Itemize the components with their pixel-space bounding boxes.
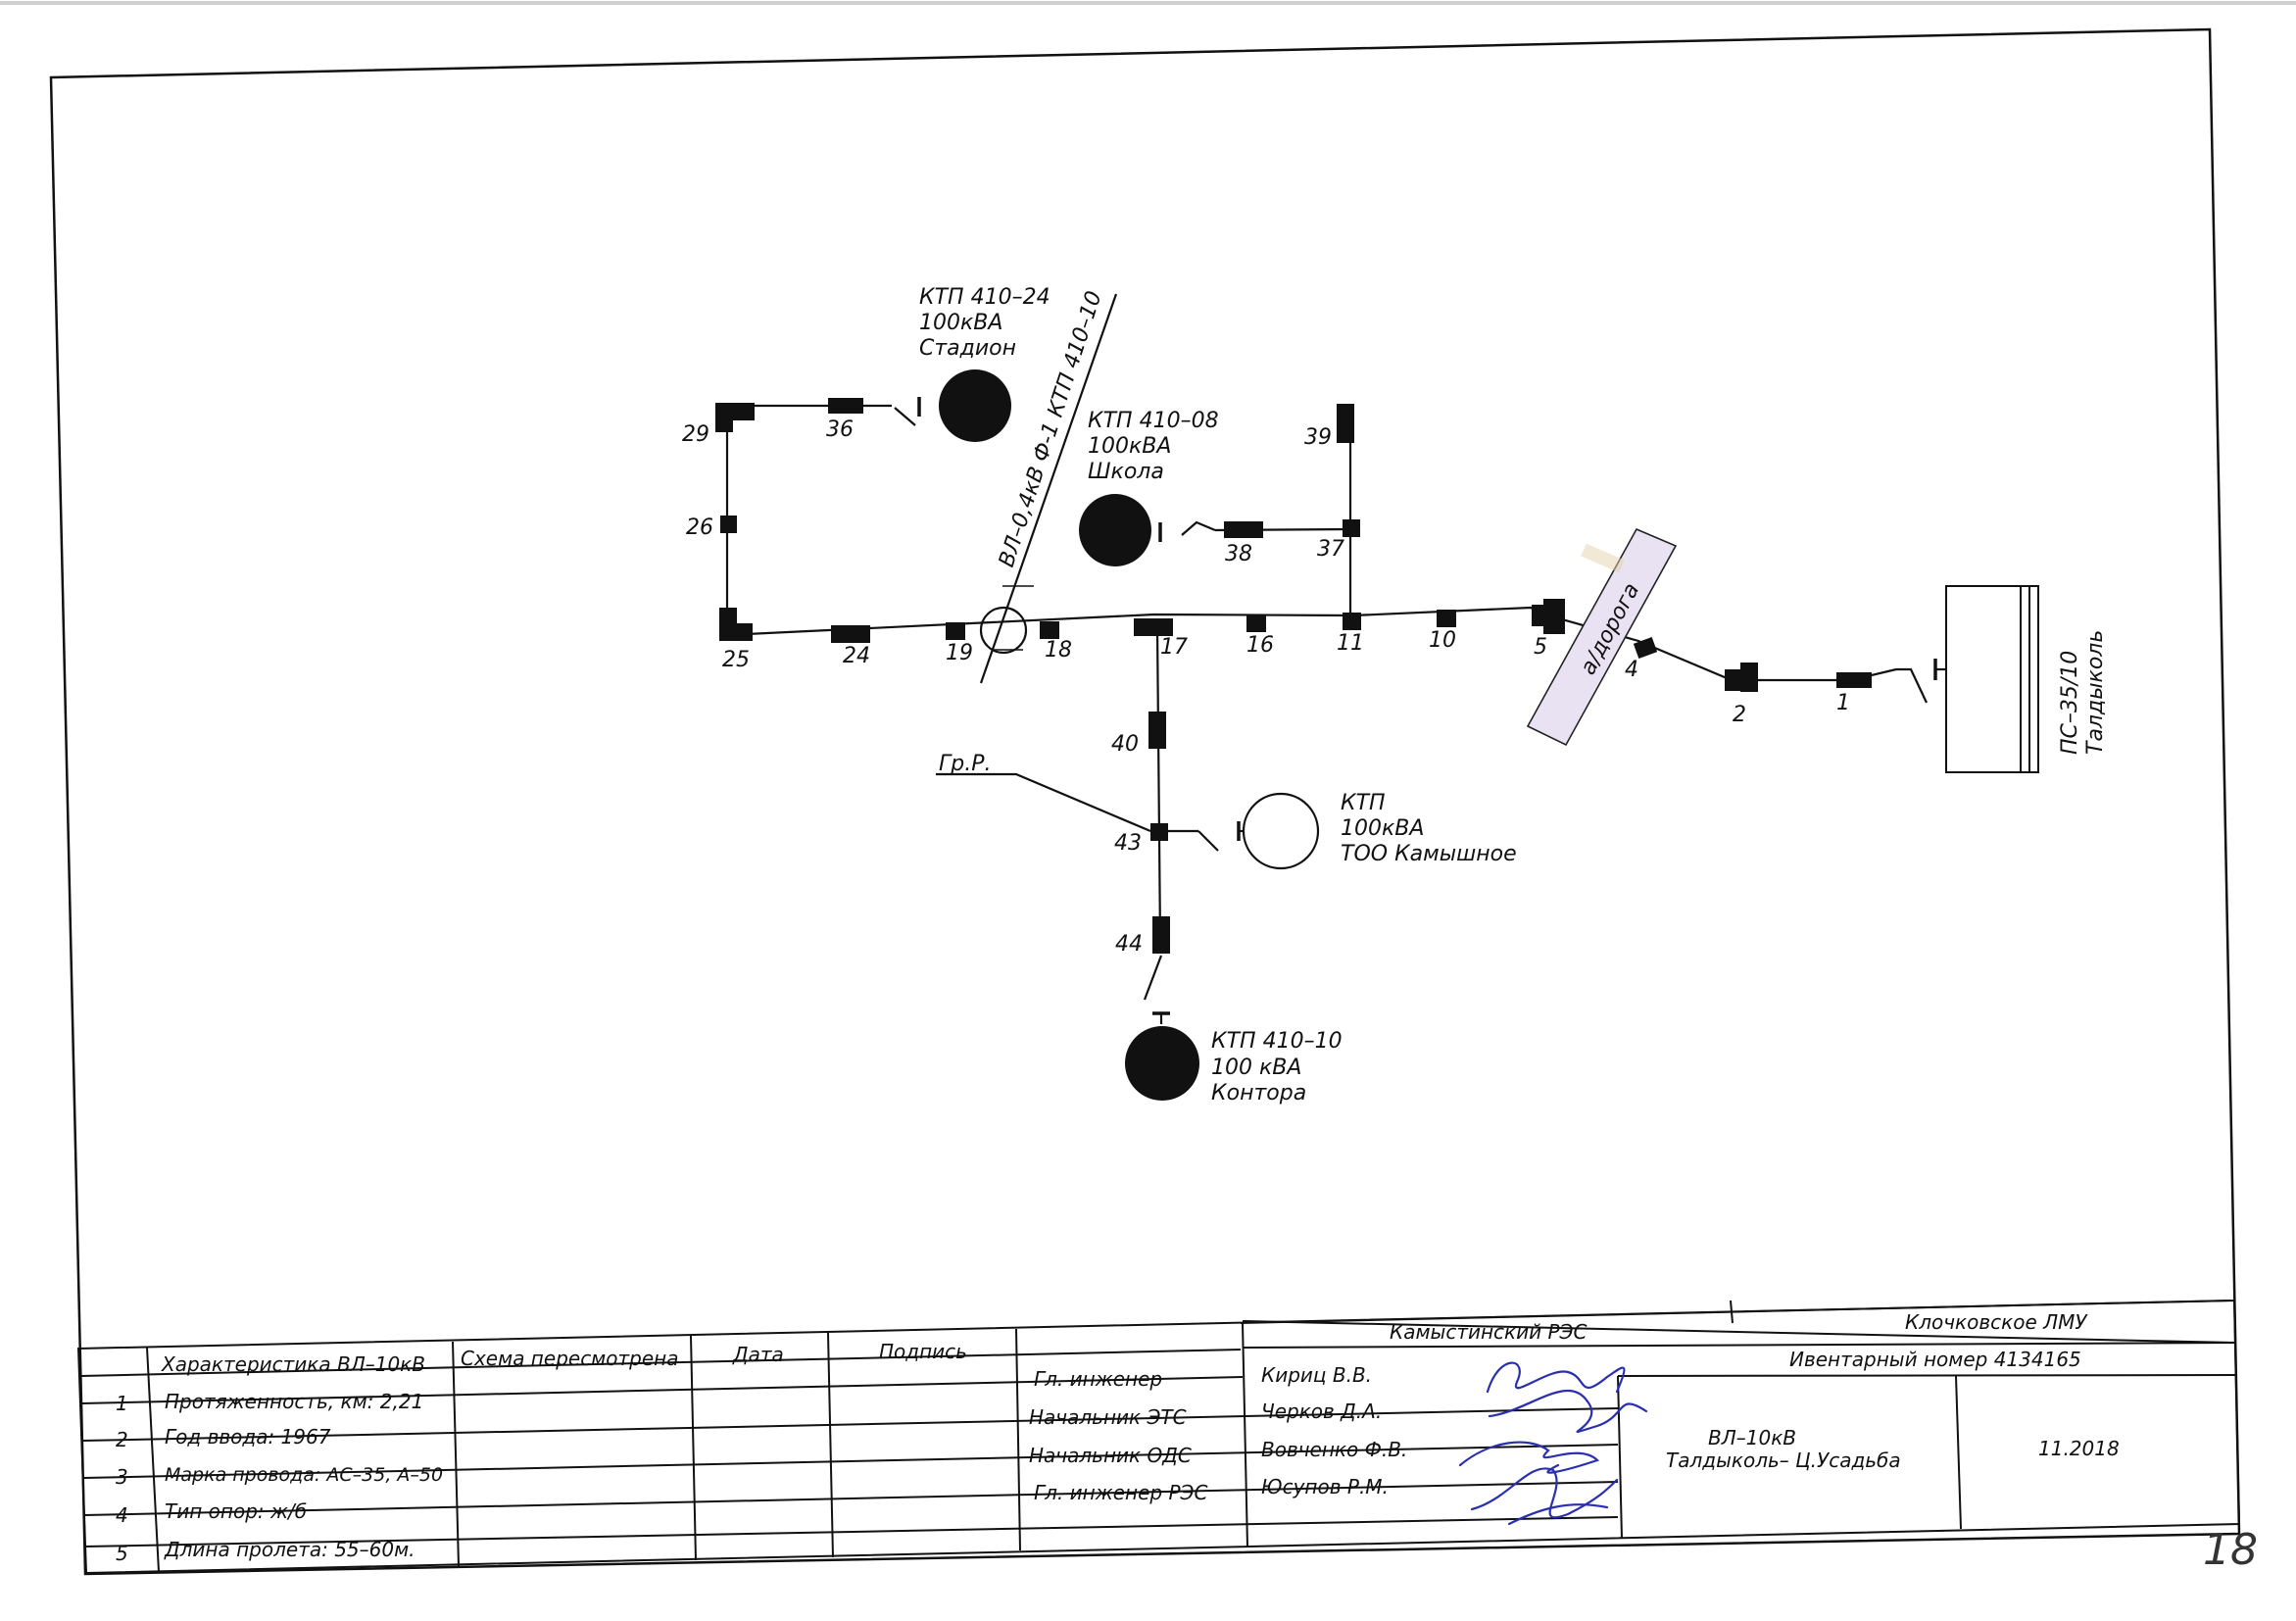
ktp08-label-3: Школа <box>1088 460 1164 484</box>
col-revised-header: Схема пересмотрена <box>461 1347 679 1370</box>
org-name: Камыстинский РЭС <box>1390 1320 1588 1344</box>
ktp24-label-3: Стадион <box>919 336 1016 361</box>
staff-name-1: Кириц В.В. <box>1261 1363 1372 1387</box>
pole-label-43: 43 <box>1114 831 1142 856</box>
pole-17 <box>1134 618 1173 636</box>
ktp08-label-1: КТП 410–08 <box>1088 409 1219 433</box>
pole-label-10: 10 <box>1429 628 1456 653</box>
pole-label-4: 4 <box>1625 658 1638 682</box>
pole-11 <box>1343 613 1361 630</box>
pole-label-25: 25 <box>722 648 750 672</box>
pole-1 <box>1836 672 1872 688</box>
pole-label-40: 40 <box>1111 732 1139 757</box>
pole-label-36: 36 <box>826 418 854 442</box>
char-row-text-4: Тип опор: ж/б <box>165 1499 307 1523</box>
pole-label-16: 16 <box>1246 633 1274 658</box>
pole-4 <box>1633 637 1658 659</box>
char-row-num-3: 3 <box>116 1465 128 1489</box>
pole-10 <box>1437 610 1456 627</box>
pole-label-19: 19 <box>946 641 973 665</box>
pole-label-17: 17 <box>1160 635 1188 660</box>
pole-label-38: 38 <box>1225 542 1252 566</box>
col-date-header: Дата <box>732 1343 784 1366</box>
ktp-kamyshnoe-symbol <box>1242 792 1320 870</box>
ktp10-label-2: 100 кВА <box>1211 1056 1301 1080</box>
ktp24-label-2: 100кВА <box>919 311 1002 335</box>
pole-label-37: 37 <box>1317 537 1344 562</box>
pole-symbols <box>715 398 1872 954</box>
pole-26 <box>720 516 737 533</box>
pole-40 <box>1148 712 1166 749</box>
ktp-410-24-symbol <box>939 369 1011 442</box>
pole-label-2: 2 <box>1733 703 1746 727</box>
ktp10-label-1: КТП 410–10 <box>1211 1029 1343 1054</box>
line-name-1: ВЛ–10кВ <box>1708 1426 1796 1449</box>
pole-label-24: 24 <box>843 644 870 668</box>
wires <box>725 397 1948 1024</box>
col-sign-header: Подпись <box>879 1340 967 1363</box>
pole-39 <box>1337 404 1354 443</box>
drawing-frame <box>49 27 2241 1576</box>
ktp-kam-label-2: 100кВА <box>1341 816 1424 841</box>
ground-label: Гр.Р. <box>939 752 991 776</box>
pole-44 <box>1152 916 1170 954</box>
pole-label-1: 1 <box>1836 691 1850 715</box>
line-name-2: Талдыколь– Ц.Усадьба <box>1666 1449 1901 1472</box>
char-row-text-5: Длина пролета: 55–60м. <box>164 1538 415 1561</box>
signatures <box>1458 1361 1648 1526</box>
crossing-line-04kv <box>979 293 1118 684</box>
ktp24-label-1: КТП 410–24 <box>919 285 1050 310</box>
pole-36 <box>828 398 863 414</box>
title-block-lines <box>76 1299 2241 1575</box>
char-row-num-4: 4 <box>116 1503 128 1527</box>
crossing-node <box>979 606 1028 655</box>
pole-18 <box>1040 621 1059 639</box>
char-row-text-1: Протяженность, км: 2,21 <box>165 1390 423 1413</box>
pole-label-18: 18 <box>1045 638 1072 663</box>
staff-name-2: Черков Д.А. <box>1261 1400 1382 1423</box>
char-header: Характеристика ВЛ–10кВ <box>161 1352 425 1376</box>
ktp08-label-2: 100кВА <box>1088 434 1171 459</box>
staff-role-2: Начальник ЭТС <box>1029 1405 1187 1429</box>
pole-19 <box>946 622 965 640</box>
pole-label-11: 11 <box>1337 631 1364 656</box>
page-number: 18 <box>2203 1525 2258 1575</box>
lmu-name: Клочковское ЛМУ <box>1905 1310 2088 1334</box>
pole-24 <box>831 625 870 643</box>
staff-role-1: Гл. инженер <box>1034 1367 1162 1391</box>
staff-role-4: Гл. инженер РЭС <box>1034 1481 1207 1504</box>
pole-37 <box>1343 519 1360 537</box>
ktp10-label-3: Контора <box>1211 1081 1306 1105</box>
pole-16 <box>1246 614 1266 632</box>
source-label-2: Талдыколь <box>2083 630 2108 755</box>
source-substation <box>1945 585 2039 773</box>
pole-label-5: 5 <box>1534 635 1547 660</box>
pole-38 <box>1224 521 1263 538</box>
char-row-num-1: 1 <box>116 1392 128 1415</box>
ktp-kam-label-1: КТП <box>1341 791 1386 815</box>
ktp-410-10-symbol <box>1125 1026 1199 1101</box>
pole-label-26: 26 <box>686 516 713 540</box>
inventory-number: Ивентарный номер 4134165 <box>1789 1348 2081 1371</box>
staff-role-3: Начальник ОДС <box>1029 1444 1192 1467</box>
road-strip <box>1526 527 1678 747</box>
pole-label-44: 44 <box>1115 932 1143 957</box>
ktp-kam-label-3: ТОО Камышное <box>1341 842 1517 866</box>
char-row-text-3: Марка провода: АС–35, А–50 <box>165 1464 443 1486</box>
pole-label-39: 39 <box>1304 425 1332 450</box>
pole-label-29: 29 <box>682 422 709 447</box>
pole-43 <box>1150 823 1168 841</box>
char-row-num-2: 2 <box>116 1428 128 1451</box>
ktp-410-08-symbol <box>1079 494 1151 566</box>
char-row-text-2: Год ввода: 1967 <box>165 1425 331 1449</box>
char-row-num-5: 5 <box>116 1542 128 1565</box>
doc-date: 11.2018 <box>2038 1437 2120 1460</box>
source-label-1: ПС–35/10 <box>2058 651 2082 755</box>
staff-name-3: Вовченко Ф.В. <box>1261 1438 1407 1461</box>
staff-name-4: Юсупов Р.М. <box>1261 1475 1389 1498</box>
